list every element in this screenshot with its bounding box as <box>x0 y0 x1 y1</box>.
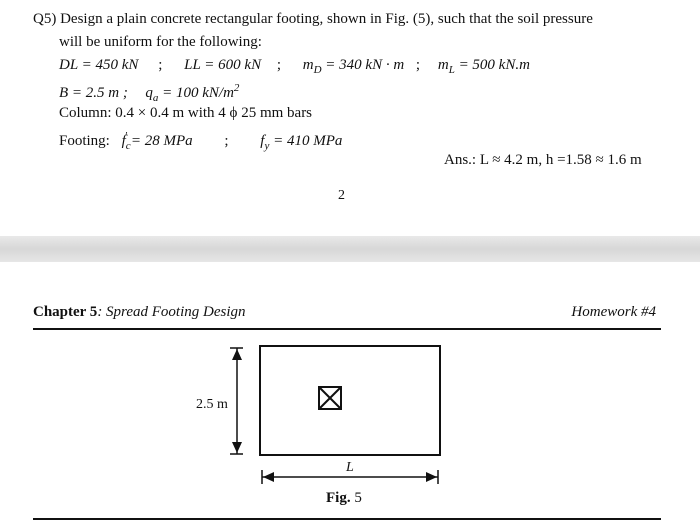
moment-live: mL = 500 kN.m <box>437 57 530 76</box>
loads-separator: ; <box>276 57 281 73</box>
page-gap <box>0 236 700 262</box>
homework-label: Homework #4 <box>571 304 656 320</box>
footing-plan-figure: 2.5 m L <box>196 345 441 484</box>
column-cross <box>318 386 342 410</box>
moment-dead: mD = 340 kN · m <box>302 57 405 76</box>
live-load: LL = 600 kN <box>184 57 262 73</box>
footing-width: B = 2.5 m ; <box>59 85 128 101</box>
figure-caption-label: Fig. <box>326 490 351 506</box>
allowable-soil-pressure: qa = 100 kN/m2 <box>145 82 240 104</box>
chapter-header: Chapter 5: Spread Footing Design <box>33 304 246 321</box>
figure-caption-number: 5 <box>354 490 362 506</box>
column-line: Column: 0.4 × 0.4 m with 4 ϕ 25 mm bars <box>59 105 313 121</box>
concrete-strength: fc′ = 28 MPa <box>121 130 193 152</box>
width-label: 2.5 m <box>196 397 228 412</box>
page-bottom: Chapter 5: Spread Footing Design Homewor… <box>0 262 700 523</box>
footing-outline <box>259 345 441 456</box>
footer-rule <box>33 518 661 520</box>
loads-separator: ; <box>415 57 421 73</box>
steel-yield-strength: fy = 410 MPa <box>260 133 343 152</box>
width-dimension <box>230 347 243 455</box>
loads-line: DL = 450 kN ; LL = 600 kN ; mD = 340 kN … <box>59 56 530 79</box>
footing-line: Footing: fc′ = 28 MPa ; fy = 410 MPa <box>59 127 342 155</box>
column-symbol <box>318 386 342 410</box>
chapter-title: : Spread Footing Design <box>97 304 246 320</box>
length-label: L <box>345 460 354 475</box>
page-number: 2 <box>338 188 345 203</box>
question-intro-line-2: will be uniform for the following: <box>59 34 262 50</box>
footing-label: Footing: <box>59 133 110 149</box>
header-rule <box>33 328 661 330</box>
soil-line: B = 2.5 m ; qa = 100 kN/m2 <box>59 79 239 107</box>
figure-caption: Fig. 5 <box>326 490 362 507</box>
question-intro-line-1: Q5) Design a plain concrete rectangular … <box>33 11 593 27</box>
length-dimension <box>261 470 439 484</box>
dead-load: DL = 450 kN <box>59 57 139 73</box>
answer: Ans.: L ≈ 4.2 m, h =1.58 ≈ 1.6 m <box>444 152 642 168</box>
page-top: Q5) Design a plain concrete rectangular … <box>0 0 700 236</box>
chapter-label: Chapter 5 <box>33 304 98 320</box>
loads-separator: ; <box>158 57 163 73</box>
footing-separator: ; <box>224 133 229 149</box>
